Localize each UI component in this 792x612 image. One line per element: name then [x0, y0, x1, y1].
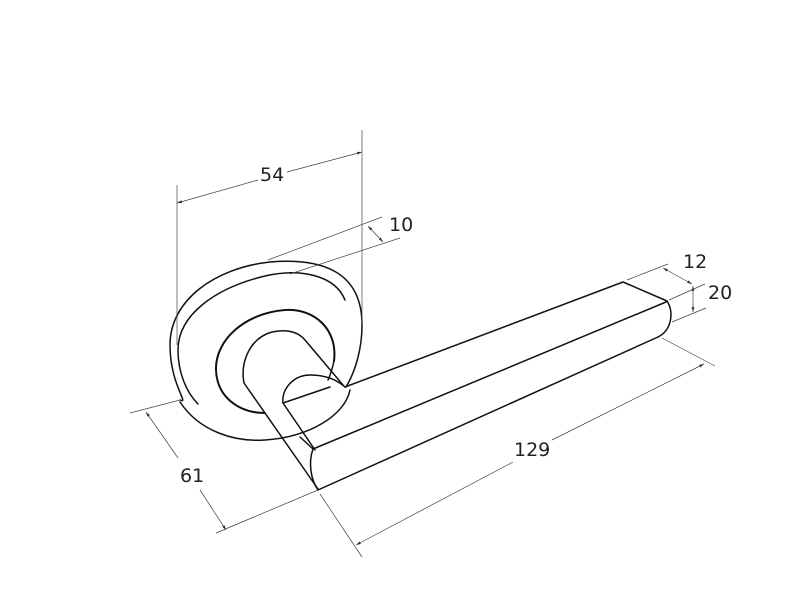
- dimension-61: 61: [129, 399, 319, 534]
- dimension-label-12: 12: [683, 251, 707, 273]
- dimension-20: 20: [671, 282, 732, 323]
- lever-neck: [242, 329, 346, 490]
- rose: [169, 260, 363, 441]
- dimension-54: 54: [176, 130, 363, 345]
- dimension-label-129: 129: [514, 439, 550, 461]
- dimension-label-61: 61: [180, 465, 204, 487]
- dimension-label-20: 20: [708, 282, 732, 304]
- dimension-label-10: 10: [389, 214, 413, 236]
- dimension-10: 10: [267, 214, 413, 275]
- dimension-129: 129: [319, 337, 716, 558]
- dimension-12: 12: [626, 251, 707, 301]
- lever-bar: [299, 281, 672, 491]
- dimension-label-54: 54: [260, 164, 284, 186]
